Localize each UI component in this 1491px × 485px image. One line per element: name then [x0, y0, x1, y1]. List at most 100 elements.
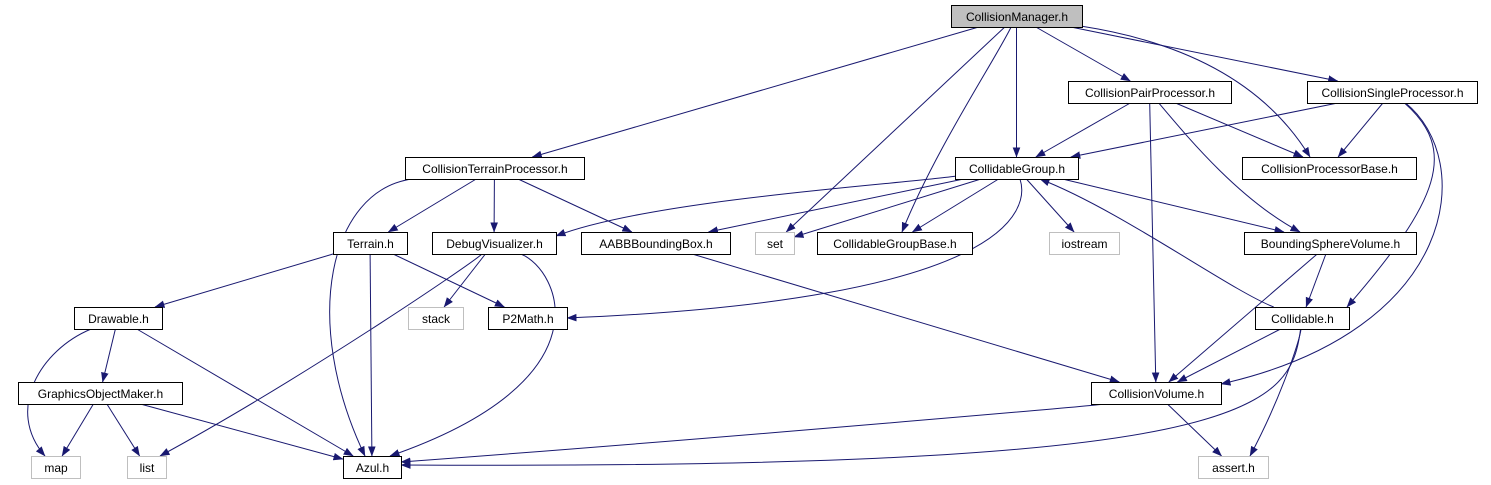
edges-layer [27, 25, 1443, 469]
edge-aabb-bounding-box-to-collision-volume [692, 253, 1120, 383]
node-azul[interactable]: Azul.h [343, 456, 402, 479]
node-p2math[interactable]: P2Math.h [488, 307, 568, 330]
edge-collision-manager-to-collision-processor-base [1081, 25, 1311, 158]
edge-bounding-sphere-volume-to-collidable [1305, 253, 1327, 308]
node-label-collision-single-processor: CollisionSingleProcessor.h [1321, 86, 1463, 100]
node-label-collision-pair-processor: CollisionPairProcessor.h [1085, 86, 1215, 100]
node-label-debug-visualizer: DebugVisualizer.h [446, 237, 543, 251]
node-label-stack: stack [422, 312, 451, 326]
node-list[interactable]: list [127, 456, 167, 479]
edge-collision-terrain-processor-to-azul [329, 178, 413, 457]
node-box-stack [408, 307, 464, 330]
node-box-set [755, 232, 795, 255]
edge-collidable-group-to-iostream [1026, 178, 1075, 233]
edge-collision-single-processor-to-collidable-group [1070, 102, 1338, 159]
edge-debug-visualizer-to-stack [443, 253, 486, 308]
node-box-assert [1198, 456, 1269, 479]
nodes-layer: CollisionManager.hCollisionPairProcessor… [18, 5, 1478, 479]
node-box-collidable-group [955, 157, 1079, 180]
node-label-collision-manager: CollisionManager.h [966, 10, 1068, 24]
edge-graphics-object-maker-to-list [106, 403, 141, 457]
edge-collidable-to-collidable-group [1039, 178, 1274, 308]
node-box-collidable-group-base [817, 232, 973, 255]
node-label-terrain: Terrain.h [347, 237, 394, 251]
edge-collision-volume-to-assert [1167, 403, 1222, 457]
node-label-assert: assert.h [1212, 461, 1255, 475]
node-collision-volume[interactable]: CollisionVolume.h [1091, 382, 1222, 405]
edge-bounding-sphere-volume-to-collision-volume [1168, 253, 1318, 383]
node-collision-processor-base[interactable]: CollisionProcessorBase.h [1242, 157, 1417, 180]
node-box-collision-manager [951, 5, 1083, 28]
edge-terrain-to-azul [368, 253, 376, 457]
node-box-bounding-sphere-volume [1244, 232, 1417, 255]
edge-terrain-to-drawable [154, 253, 334, 308]
edge-collision-terrain-processor-to-aabb-bounding-box [517, 178, 633, 233]
node-label-set: set [767, 237, 784, 251]
node-label-list: list [140, 461, 155, 475]
edge-collision-manager-to-collision-pair-processor [1035, 26, 1131, 82]
edge-collision-manager-to-collision-single-processor [1070, 26, 1339, 83]
node-debug-visualizer[interactable]: DebugVisualizer.h [432, 232, 557, 255]
edge-collision-pair-processor-to-bounding-sphere-volume [1158, 102, 1301, 233]
node-box-graphics-object-maker [18, 382, 183, 405]
node-collision-manager[interactable]: CollisionManager.h [951, 5, 1083, 28]
edge-collision-single-processor-to-collidable [1346, 102, 1435, 308]
node-aabb-bounding-box[interactable]: AABBBoundingBox.h [581, 232, 731, 255]
node-box-collision-processor-base [1242, 157, 1417, 180]
node-map[interactable]: map [31, 456, 81, 479]
node-box-collision-volume [1091, 382, 1222, 405]
node-collision-pair-processor[interactable]: CollisionPairProcessor.h [1068, 81, 1232, 104]
node-collision-single-processor[interactable]: CollisionSingleProcessor.h [1307, 81, 1478, 104]
node-graphics-object-maker[interactable]: GraphicsObjectMaker.h [18, 382, 183, 405]
node-box-collision-single-processor [1307, 81, 1478, 104]
node-box-collidable [1255, 307, 1350, 330]
edge-collidable-to-assert [1249, 328, 1302, 457]
node-label-p2math: P2Math.h [502, 312, 553, 326]
node-collidable[interactable]: Collidable.h [1255, 307, 1350, 330]
edge-collidable-group-to-set [793, 178, 982, 238]
node-label-aabb-bounding-box: AABBBoundingBox.h [599, 237, 712, 251]
node-label-collision-processor-base: CollisionProcessorBase.h [1261, 162, 1398, 176]
node-box-collision-terrain-processor [405, 157, 585, 180]
edge-drawable-to-azul [136, 328, 354, 457]
node-box-terrain [333, 232, 408, 255]
edge-collision-terrain-processor-to-terrain [387, 178, 477, 233]
node-label-bounding-sphere-volume: BoundingSphereVolume.h [1261, 237, 1400, 251]
node-assert[interactable]: assert.h [1198, 456, 1269, 479]
edge-collidable-group-to-debug-visualizer [555, 175, 956, 237]
edge-collision-manager-to-collision-terrain-processor [531, 26, 979, 158]
node-label-graphics-object-maker: GraphicsObjectMaker.h [38, 387, 163, 401]
edge-collision-single-processor-to-collision-volume [1220, 102, 1443, 386]
node-collidable-group[interactable]: CollidableGroup.h [955, 157, 1079, 180]
node-label-drawable: Drawable.h [88, 312, 149, 326]
node-box-iostream [1049, 232, 1120, 255]
node-terrain[interactable]: Terrain.h [333, 232, 408, 255]
edge-collision-manager-to-set [785, 26, 1006, 233]
node-box-drawable [74, 307, 163, 330]
node-box-p2math [488, 307, 568, 330]
edge-collision-single-processor-to-collision-processor-base [1337, 102, 1384, 158]
node-drawable[interactable]: Drawable.h [74, 307, 163, 330]
edge-collision-pair-processor-to-collision-volume [1149, 102, 1160, 383]
node-label-collidable: Collidable.h [1271, 312, 1334, 326]
node-stack[interactable]: stack [408, 307, 464, 330]
node-set[interactable]: set [755, 232, 795, 255]
edge-collision-pair-processor-to-collidable-group [1035, 102, 1131, 158]
edge-graphics-object-maker-to-azul [140, 403, 344, 461]
edge-collision-volume-to-azul [400, 403, 1105, 466]
node-bounding-sphere-volume[interactable]: BoundingSphereVolume.h [1244, 232, 1417, 255]
node-box-list [127, 456, 167, 479]
node-box-azul [343, 456, 402, 479]
node-label-collidable-group: CollidableGroup.h [969, 162, 1065, 176]
node-label-azul: Azul.h [356, 461, 389, 475]
node-label-collidable-group-base: CollidableGroupBase.h [833, 237, 956, 251]
node-collision-terrain-processor[interactable]: CollisionTerrainProcessor.h [405, 157, 585, 180]
edge-collidable-group-to-aabb-bounding-box [707, 178, 964, 234]
edge-collision-manager-to-collidable-group-base [901, 26, 1012, 233]
node-collidable-group-base[interactable]: CollidableGroupBase.h [817, 232, 973, 255]
node-iostream[interactable]: iostream [1049, 232, 1120, 255]
edge-debug-visualizer-to-azul [389, 253, 556, 457]
edge-graphics-object-maker-to-map [61, 403, 94, 457]
node-box-debug-visualizer [432, 232, 557, 255]
